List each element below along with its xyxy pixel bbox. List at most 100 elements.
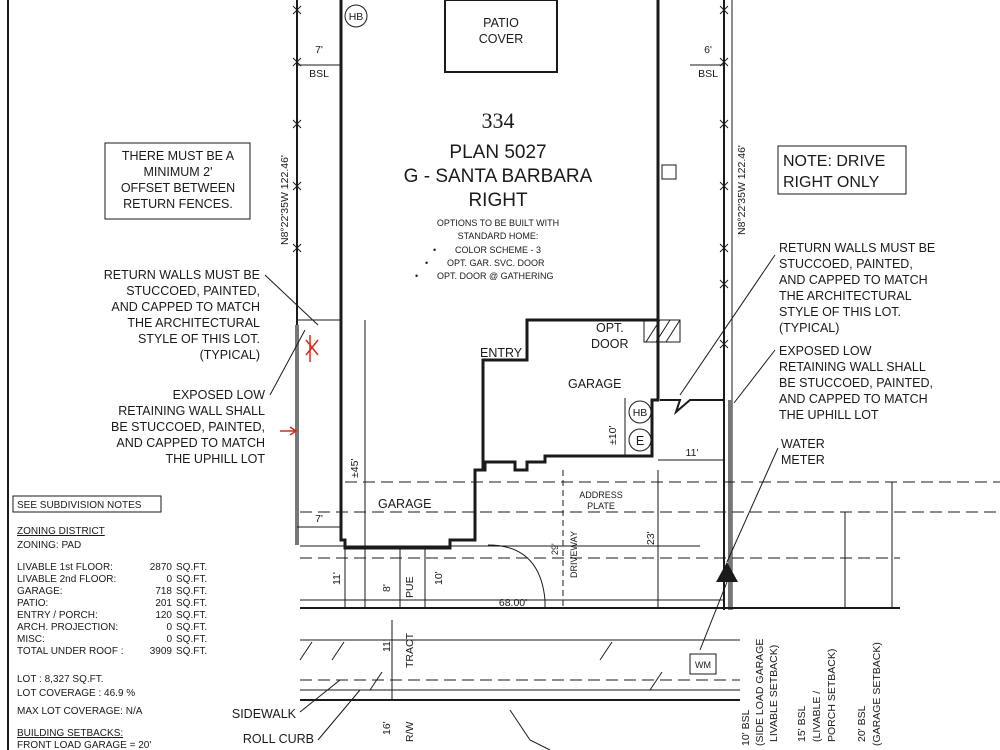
- patio-label-1: PATIO: [483, 16, 519, 30]
- svg-text:AND CAPPED TO MATCH: AND CAPPED TO MATCH: [116, 436, 265, 450]
- svg-text:THE UPHILL LOT: THE UPHILL LOT: [165, 452, 265, 466]
- return-walls-note-left: RETURN WALLS MUST BE STUCCOED, PAINTED, …: [104, 268, 260, 362]
- svg-text:0: 0: [166, 634, 172, 645]
- tract-label: TRACT: [404, 632, 416, 668]
- opt-door-label-1: OPT.: [596, 321, 624, 335]
- electric-symbol: [628, 428, 652, 452]
- svg-text:2870: 2870: [150, 562, 173, 573]
- fence-note-line: OFFSET BETWEEN: [121, 181, 235, 195]
- fence-note-line: THERE MUST BE A: [122, 149, 235, 163]
- svg-text:15' BSL: 15' BSL: [796, 705, 808, 742]
- water-meter-label-1: WATER: [781, 437, 825, 451]
- svg-text:SQ.FT.: SQ.FT.: [176, 646, 207, 657]
- dimension-lines: [297, 64, 893, 700]
- bsl-right-label: BSL: [698, 68, 718, 80]
- driveway-curve: [487, 544, 546, 608]
- address-plate-label-2: PLATE: [587, 501, 615, 511]
- svg-text:PORCH SETBACK): PORCH SETBACK): [826, 649, 838, 742]
- property-lines: [292, 0, 733, 610]
- fence-offset-box: [104, 142, 251, 220]
- svg-text:SQ.FT.: SQ.FT.: [176, 574, 207, 585]
- svg-text:STUCCOED, PAINTED,: STUCCOED, PAINTED,: [779, 257, 913, 271]
- water-meter-label-2: METER: [781, 453, 825, 467]
- dim-11-tract: 11': [381, 639, 393, 652]
- svg-text:RETAINING WALL SHALL: RETAINING WALL SHALL: [118, 404, 265, 418]
- dim-29: 29': [550, 543, 560, 555]
- red-x-marker: [305, 339, 319, 356]
- svg-text:AND CAPPED TO MATCH: AND CAPPED TO MATCH: [779, 273, 928, 287]
- svg-text:20' BSL: 20' BSL: [856, 705, 868, 742]
- driveway-label: DRIVEWAY: [569, 531, 579, 578]
- dim-23: 23': [645, 531, 657, 545]
- svg-text:LIVABLE SETBACK): LIVABLE SETBACK): [768, 645, 780, 742]
- plan-number: PLAN 5027: [449, 142, 546, 163]
- svg-text:EXPOSED LOW: EXPOSED LOW: [779, 344, 872, 358]
- water-meter-symbol: [716, 562, 738, 582]
- setback-labels: 10' BSL (SIDE LOAD GARAGE LIVABLE SETBAC…: [740, 639, 883, 746]
- svg-text:PATIO:: PATIO:: [17, 598, 48, 609]
- see-notes-box: [12, 495, 162, 513]
- patio-label-2: COVER: [479, 32, 523, 46]
- retaining-note-right: EXPOSED LOW RETAINING WALL SHALL BE STUC…: [779, 344, 933, 422]
- svg-text:LIVABLE 1st FLOOR:: LIVABLE 1st FLOOR:: [17, 562, 113, 573]
- option-item: COLOR SCHEME - 3: [455, 245, 541, 255]
- svg-text:3909: 3909: [150, 646, 173, 657]
- bsl-left-label: BSL: [309, 68, 329, 80]
- see-notes-label: SEE SUBDIVISION NOTES: [17, 500, 142, 511]
- sidewalk-label: SIDEWALK: [232, 707, 297, 721]
- svg-text:EXPOSED LOW: EXPOSED LOW: [173, 388, 266, 402]
- svg-text:•: •: [415, 271, 418, 281]
- svg-text:THE ARCHITECTURAL: THE ARCHITECTURAL: [127, 316, 260, 330]
- svg-text:718: 718: [155, 586, 172, 597]
- svg-text:STUCCOED, PAINTED,: STUCCOED, PAINTED,: [126, 284, 260, 298]
- opt-door-hatch: [643, 319, 681, 343]
- dim-pm45: ±45': [349, 459, 361, 478]
- svg-text:BE STUCCOED, PAINTED,: BE STUCCOED, PAINTED,: [111, 420, 265, 434]
- utility-box: [661, 164, 677, 180]
- opt-door-label-2: DOOR: [591, 337, 629, 351]
- bsl-left-dim: 7': [315, 44, 323, 56]
- dim-11-right: 11': [686, 447, 699, 459]
- options-intro-1: OPTIONS TO BE BUILT WITH: [437, 218, 559, 228]
- building-footprint: [297, 0, 681, 550]
- svg-text:STYLE OF THIS LOT.: STYLE OF THIS LOT.: [138, 332, 260, 346]
- plan-orientation: RIGHT: [468, 190, 528, 211]
- svg-text:TOTAL UNDER ROOF :: TOTAL UNDER ROOF :: [17, 646, 124, 657]
- address-plate-label-1: ADDRESS: [579, 490, 623, 500]
- wm-box: [689, 653, 717, 675]
- hb-label: HB: [633, 407, 648, 419]
- zoning-label: ZONING: PAD: [17, 540, 81, 551]
- red-arrow-marker: [280, 426, 298, 436]
- svg-text:SQ.FT.: SQ.FT.: [176, 634, 207, 645]
- svg-text:ARCH. PROJECTION:: ARCH. PROJECTION:: [17, 622, 118, 633]
- svg-text:THE ARCHITECTURAL: THE ARCHITECTURAL: [779, 289, 912, 303]
- front-load-setback: FRONT LOAD GARAGE = 20': [17, 740, 151, 750]
- frontage-dim: 68.00': [499, 597, 527, 609]
- retaining-note-left: EXPOSED LOW RETAINING WALL SHALL BE STUC…: [111, 388, 265, 466]
- patio-cover: [444, 0, 558, 73]
- svg-text:RETURN WALLS MUST BE: RETURN WALLS MUST BE: [779, 241, 935, 255]
- e-label: E: [636, 434, 644, 448]
- svg-text:(GARAGE SETBACK): (GARAGE SETBACK): [871, 642, 883, 746]
- svg-text:LIVABLE 2nd FLOOR:: LIVABLE 2nd FLOOR:: [17, 574, 116, 585]
- pue-label: PUE: [404, 576, 416, 598]
- svg-text:(TYPICAL): (TYPICAL): [779, 321, 839, 335]
- setback-lines: [300, 481, 1000, 701]
- garage-label-main: GARAGE: [568, 377, 622, 391]
- fence-note-line: RETURN FENCES.: [123, 197, 233, 211]
- drive-right-box: [777, 145, 907, 195]
- svg-text:AND CAPPED TO MATCH: AND CAPPED TO MATCH: [111, 300, 260, 314]
- leaders: [264, 254, 776, 741]
- option-item: OPT. GAR. SVC. DOOR: [447, 258, 545, 268]
- options-intro-2: STANDARD HOME:: [458, 231, 539, 241]
- svg-text:10' BSL: 10' BSL: [740, 709, 752, 746]
- dim-pm10: ±10': [607, 426, 619, 445]
- drive-note-line: NOTE: DRIVE: [783, 153, 885, 170]
- bearing-left: N8°22'35W 122.46': [279, 155, 291, 245]
- sidewalk-hatch: [299, 641, 663, 691]
- dim-7-bottom: 7': [315, 513, 323, 525]
- right-return-wall: [660, 399, 724, 416]
- svg-text:SQ.FT.: SQ.FT.: [176, 562, 207, 573]
- garage-label-front: GARAGE: [378, 497, 432, 511]
- svg-text:BE STUCCOED, PAINTED,: BE STUCCOED, PAINTED,: [779, 376, 933, 390]
